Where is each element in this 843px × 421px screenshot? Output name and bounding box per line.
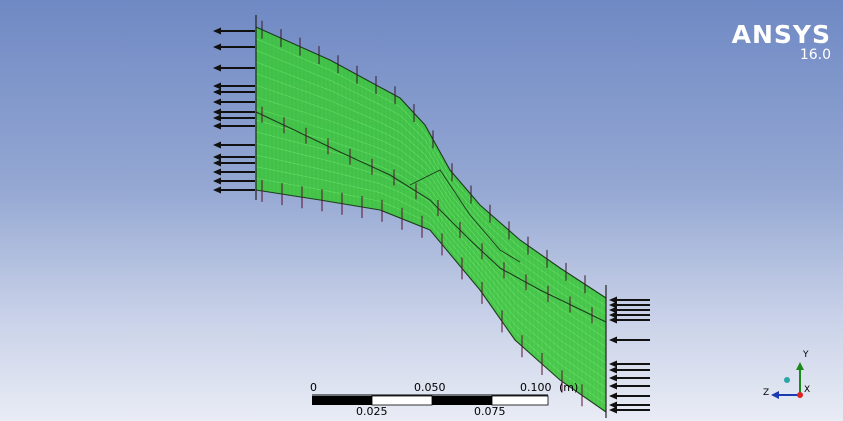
boundary-arrows [213, 27, 650, 414]
mesh-grid-line [255, 108, 607, 356]
outlet-arrow-head [609, 336, 617, 344]
scale-bar-segment [432, 396, 492, 405]
inlet-arrow-head [213, 64, 221, 72]
outlet-arrow-head [609, 366, 617, 374]
outlet-arrow-head [609, 306, 617, 314]
passage-fill [256, 27, 606, 412]
scale-unit-label: (m) [559, 381, 579, 394]
outlet-arrow-head [609, 401, 617, 409]
inlet-arrow-head [213, 43, 221, 51]
inlet-arrow-head [213, 114, 221, 122]
blade-detail-line [409, 169, 521, 263]
ansys-logo: ANSYS 16.0 [731, 20, 831, 63]
triad-x-label: X [804, 385, 811, 395]
outlet-arrow-head [609, 392, 617, 400]
inlet-arrow-head [213, 141, 221, 149]
outlet-arrow-head [609, 382, 617, 390]
triad-x-dot [797, 392, 803, 398]
inlet-arrow-head [213, 82, 221, 90]
logo-version-text: 16.0 [799, 47, 831, 63]
scale-label-bottom-0: 0.025 [356, 405, 388, 418]
inlet-arrow-head [213, 153, 221, 161]
inlet-arrow-head [213, 122, 221, 130]
scale-label-top-2: 0.100 [520, 381, 552, 394]
scale-label-top-1: 0.050 [414, 381, 446, 394]
mesh-grid-line [255, 131, 607, 372]
inlet-arrow-head [213, 108, 221, 116]
logo-brand-text: ANSYS [731, 20, 831, 49]
outlet-arrow-head [609, 311, 617, 319]
inlet-arrow-head [213, 27, 221, 35]
scale-bar-segment [371, 395, 433, 406]
outlet-arrow-head [609, 406, 617, 414]
inlet-arrow-head [213, 88, 221, 96]
mesh-grid-line [255, 166, 607, 396]
outlet-arrow-head [609, 374, 617, 382]
axis-triad [771, 362, 804, 399]
scale-bar-segment [491, 395, 549, 406]
mesh-grid-line [255, 143, 607, 380]
mesh-grid-line [255, 38, 607, 307]
triad-z-arrowhead [771, 391, 779, 399]
triad-y-arrowhead [796, 362, 804, 370]
scale-label-bottom-1: 0.075 [474, 405, 506, 418]
outlet-arrow-head [609, 296, 617, 304]
inlet-arrow-head [213, 186, 221, 194]
outlet-arrow-head [609, 301, 617, 309]
passage-lower-edge [255, 189, 607, 413]
outlet-arrow-head [609, 360, 617, 368]
scale-label-top-0: 0 [310, 381, 317, 394]
outlet-arrow-head [609, 316, 617, 324]
node-tick-marks [255, 15, 607, 418]
inlet-arrow-head [213, 98, 221, 106]
mesh-grid-line [255, 178, 607, 405]
mesh-grid-line [255, 61, 607, 323]
triad-y-label: Y [803, 350, 809, 360]
mesh-grid-line [255, 50, 607, 315]
triad-z-label: Z [763, 388, 770, 398]
inlet-arrow-head [213, 177, 221, 185]
mesh-grid-line [255, 154, 607, 388]
mesh-grid-line [255, 96, 607, 348]
inlet-arrow-head [213, 159, 221, 167]
scale-bar [312, 394, 549, 406]
triad-origin-dot [784, 377, 790, 383]
inlet-arrow-head [213, 168, 221, 176]
blade-passage-mesh [255, 26, 607, 413]
mesh-grid-line [255, 119, 607, 364]
blade-center-line [255, 111, 607, 323]
scale-bar-segment [312, 396, 372, 405]
